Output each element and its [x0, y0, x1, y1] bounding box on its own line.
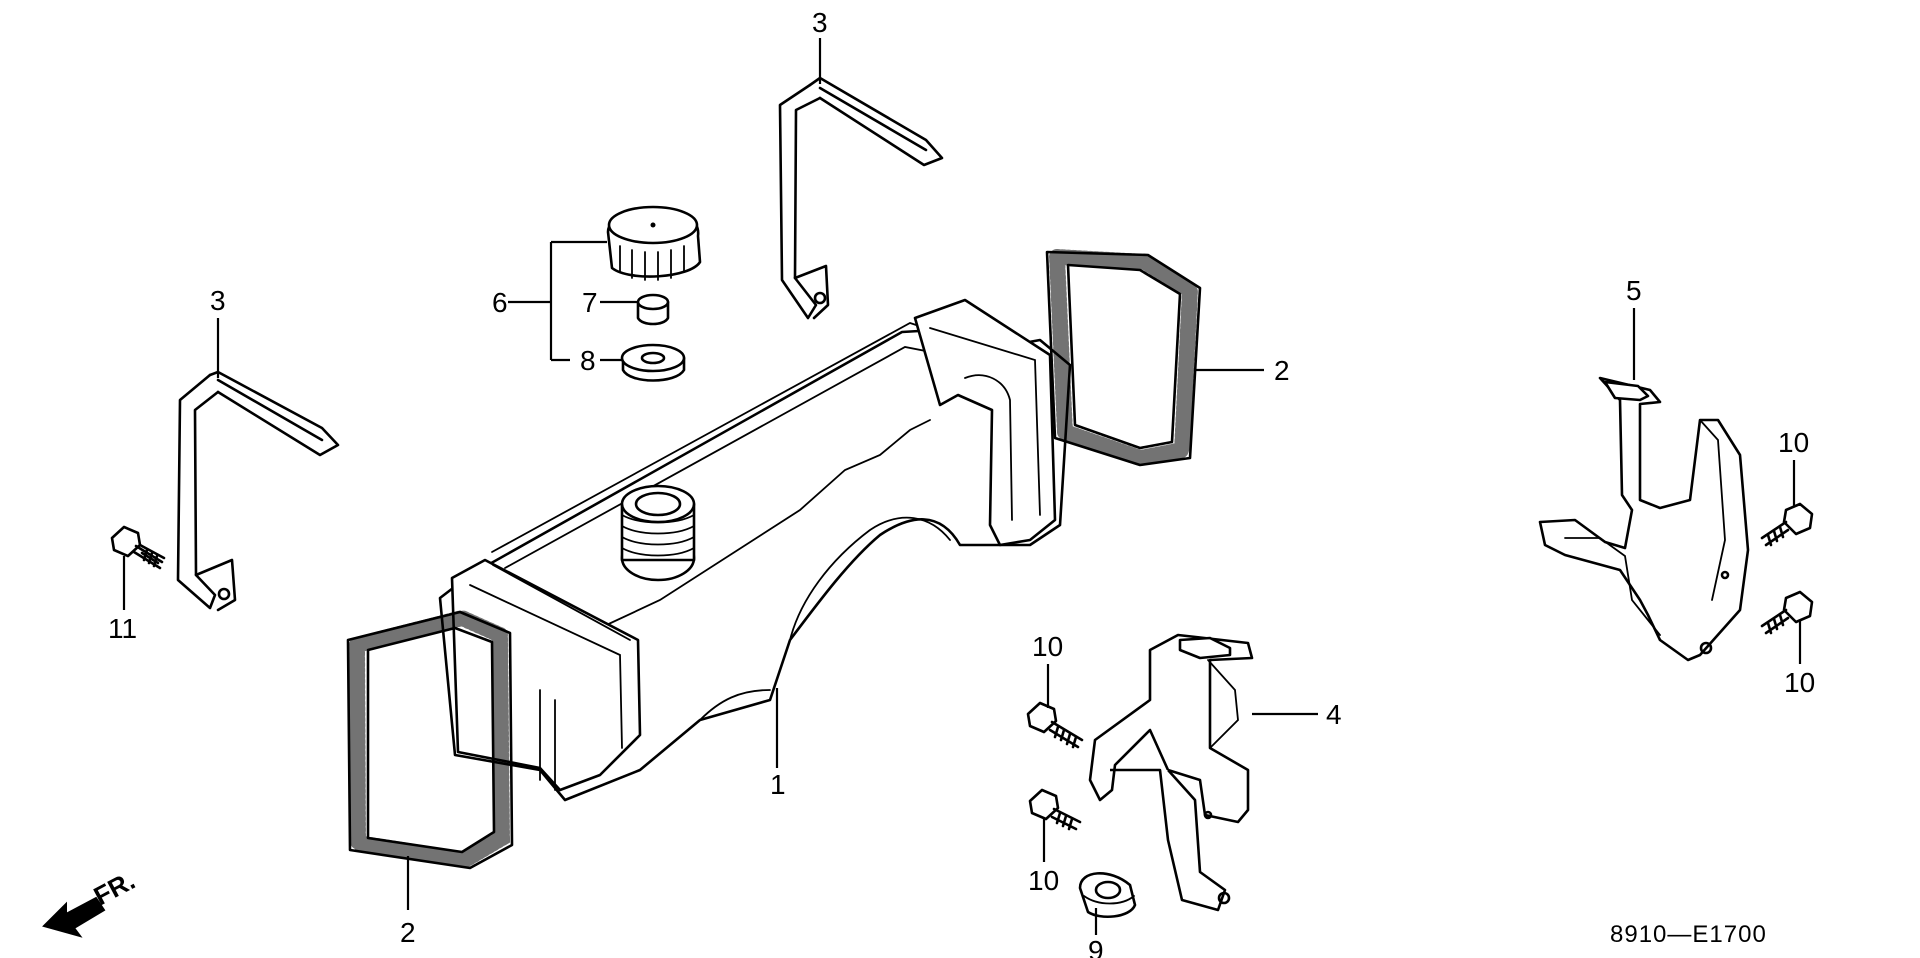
diagram-code: 8910—E1700 — [1610, 921, 1767, 948]
stay-upper — [1538, 376, 1750, 662]
band-top — [778, 76, 944, 320]
callout-stay-lower: 4 — [1326, 699, 1342, 730]
callout-grommet: 9 — [1088, 935, 1104, 958]
callout-cap-assembly: 6 — [492, 287, 508, 318]
callout-bolt-lower-left: 10 — [1028, 865, 1059, 896]
callout-cap-filter: 7 — [582, 287, 598, 318]
front-direction-indicator: FR. — [42, 865, 140, 938]
callout-stay-upper: 5 — [1626, 275, 1642, 306]
fuel-cap — [606, 205, 702, 281]
callout-tank: 1 — [770, 769, 786, 800]
callout-seal-right: 2 — [1274, 355, 1290, 386]
leader-lines — [122, 38, 1802, 935]
callout-seal-left: 2 — [400, 917, 416, 948]
callout-band-left: 3 — [210, 285, 226, 316]
front-arrow-icon — [42, 896, 106, 938]
fuel-tank — [438, 298, 1072, 802]
bolt-band — [110, 525, 166, 570]
bolt-upper-left — [1026, 701, 1084, 749]
bolt-right-upper — [1760, 502, 1814, 547]
callout-band-top: 3 — [812, 7, 828, 38]
filler-neck — [620, 484, 696, 582]
cap-filter — [636, 293, 670, 326]
seal-right — [1045, 248, 1202, 467]
stay-lower — [1088, 633, 1254, 912]
callout-bolt-right-lower: 10 — [1784, 667, 1815, 698]
seal-left — [346, 609, 514, 870]
bolt-lower-left — [1028, 788, 1082, 831]
callout-bolt-right-upper: 10 — [1778, 427, 1809, 458]
bolt-right-lower — [1760, 590, 1814, 635]
callout-bolt-band: 11 — [108, 613, 137, 644]
cap-gasket — [620, 343, 686, 382]
callout-cap-gasket: 8 — [580, 345, 596, 376]
grommet — [1078, 872, 1137, 919]
callout-bolt-upper-left: 10 — [1032, 631, 1063, 662]
band-left — [176, 370, 340, 612]
